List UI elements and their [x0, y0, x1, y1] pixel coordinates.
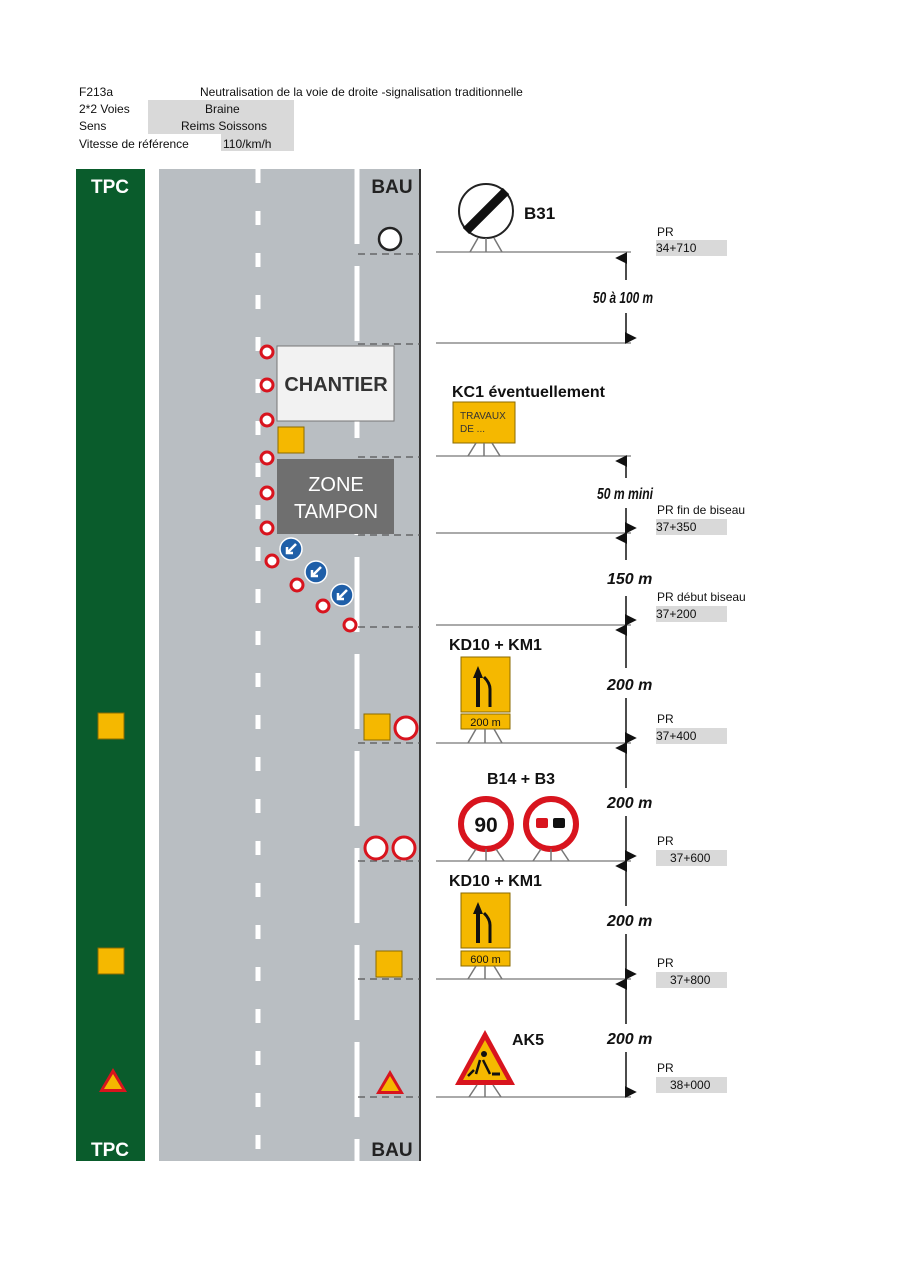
pr-value: 37+800: [656, 972, 727, 988]
b14-speed-limit-icon: 90: [458, 796, 514, 862]
distance-label-6: 200 m: [606, 913, 652, 930]
pr-value: 37+400: [656, 728, 727, 744]
bau-warning-triangle-icon: [376, 1070, 404, 1094]
pr-label: PR: [657, 1061, 674, 1075]
bau-label-bottom: BAU: [371, 1140, 412, 1161]
distance-label-7: 200 m: [606, 1031, 652, 1048]
kd10-km1-label-1: KD10 + KM1: [449, 637, 542, 654]
distance-label-5: 200 m: [606, 795, 652, 812]
vitesse-value-box: [221, 134, 294, 151]
sheet-code: F213a: [79, 85, 114, 99]
end-cone-marker: [377, 226, 403, 252]
kc1-panel-icon: TRAVAUX DE ...: [452, 401, 516, 457]
distance-label-4: 200 m: [606, 677, 652, 694]
taper-arrows: [279, 537, 354, 607]
b3-no-overtaking-icon: [523, 796, 579, 862]
sheet-title: Neutralisation de la voie de droite -sig…: [200, 85, 523, 99]
voies-value-box: [148, 100, 294, 117]
pr-value: 38+000: [656, 1077, 727, 1093]
kc1-panel-line2: DE ...: [460, 424, 485, 435]
sens-value: Reims Soissons: [181, 119, 268, 133]
bau-label-top: BAU: [371, 177, 412, 198]
kc1-panel-line1: TRAVAUX: [460, 411, 506, 422]
zone-tampon-line2: TAMPON: [294, 501, 378, 523]
position-markers: [358, 253, 420, 1098]
diversion-arrow-icon: [279, 537, 303, 561]
bau-speed-sign-marker: [393, 715, 419, 741]
pr-label: PR: [657, 225, 674, 239]
km1-distance-2: 600 m: [470, 954, 501, 966]
tpc-sign-marker: [97, 947, 125, 975]
pr-value: 37+350: [656, 519, 727, 535]
b31-label: B31: [524, 204, 555, 223]
vitesse-value: 110/km/h: [223, 137, 272, 151]
kd10-lane-reduction-icon: 600 m: [460, 892, 511, 980]
distance-labels: 50 à 100 m 50 m mini 150 m 200 m 200 m 2…: [593, 290, 653, 1048]
distance-label-2: 50 m mini: [597, 486, 653, 503]
tpc-label-top: TPC: [91, 177, 129, 198]
diversion-arrow-icon: [304, 560, 328, 584]
voies-label: 2*2 Voies: [79, 102, 130, 116]
b31-end-restriction-icon: [458, 183, 514, 253]
cone-icon: [259, 344, 275, 360]
tpc-edge-stripe: [145, 169, 159, 1161]
bau-sign-marker: [375, 950, 403, 978]
kc1-label: KC1 éventuellement: [452, 384, 606, 401]
pr-label: PR: [657, 834, 674, 848]
tpc-label-bottom: TPC: [91, 1140, 129, 1161]
zone-tampon: [277, 459, 394, 534]
chantier-label: CHANTIER: [284, 374, 388, 396]
ak5-roadworks-icon: [455, 1030, 515, 1098]
pr-label: PR: [657, 712, 674, 726]
sens-value-box: [148, 117, 294, 134]
sens-label: Sens: [79, 119, 107, 133]
pr-label: PR: [657, 956, 674, 970]
pr-label: PR début biseau: [657, 590, 746, 604]
cone-icon: [259, 520, 275, 536]
voies-value: Braine: [205, 102, 240, 116]
km1-distance-1: 200 m: [470, 717, 501, 729]
cone-icon: [342, 617, 358, 633]
distance-label-3: 150 m: [607, 571, 652, 588]
cone-icon: [259, 485, 275, 501]
cone-icon: [259, 450, 275, 466]
flashing-light-marker: [277, 426, 305, 454]
pr-value: 37+600: [656, 850, 727, 866]
diversion-arrow-icon: [330, 583, 354, 607]
pr-label: PR fin de biseau: [657, 503, 746, 517]
cone-icon: [289, 577, 305, 593]
sign-column: B31 KC1 éventuellement TRAVAUX DE ... KD…: [436, 183, 653, 1098]
kd10-km1-label-2: KD10 + KM1: [449, 873, 542, 890]
tpc-sign-marker: [97, 712, 125, 740]
pr-value: 34+710: [656, 240, 727, 256]
central-reservation-tpc: [76, 169, 145, 1161]
cone-row: [259, 344, 358, 633]
tpc-warning-triangle-icon: [99, 1068, 127, 1092]
cone-icon: [259, 377, 275, 393]
carriageway: [159, 169, 421, 1161]
ak5-label: AK5: [512, 1032, 544, 1049]
distance-label-1: 50 à 100 m: [593, 290, 653, 307]
chantier-zone: [276, 345, 395, 422]
zone-tampon-line1: ZONE: [308, 474, 364, 496]
pr-value: 37+200: [656, 606, 727, 622]
bau-speed-sign-marker: [363, 835, 389, 861]
kd10-lane-reduction-icon: 200 m: [460, 656, 511, 744]
cone-icon: [264, 553, 280, 569]
vitesse-label: Vitesse de référence: [79, 137, 189, 151]
bau-sign-marker: [363, 713, 391, 741]
cone-icon: [315, 598, 331, 614]
cone-icon: [259, 412, 275, 428]
b14-b3-label: B14 + B3: [487, 771, 555, 788]
road-section: TPC TPC BAU BAU CHANTIER ZONE TAMPON: [76, 169, 421, 1161]
b14-speed-value: 90: [474, 814, 497, 837]
bau-speed-sign-marker: [391, 835, 417, 861]
